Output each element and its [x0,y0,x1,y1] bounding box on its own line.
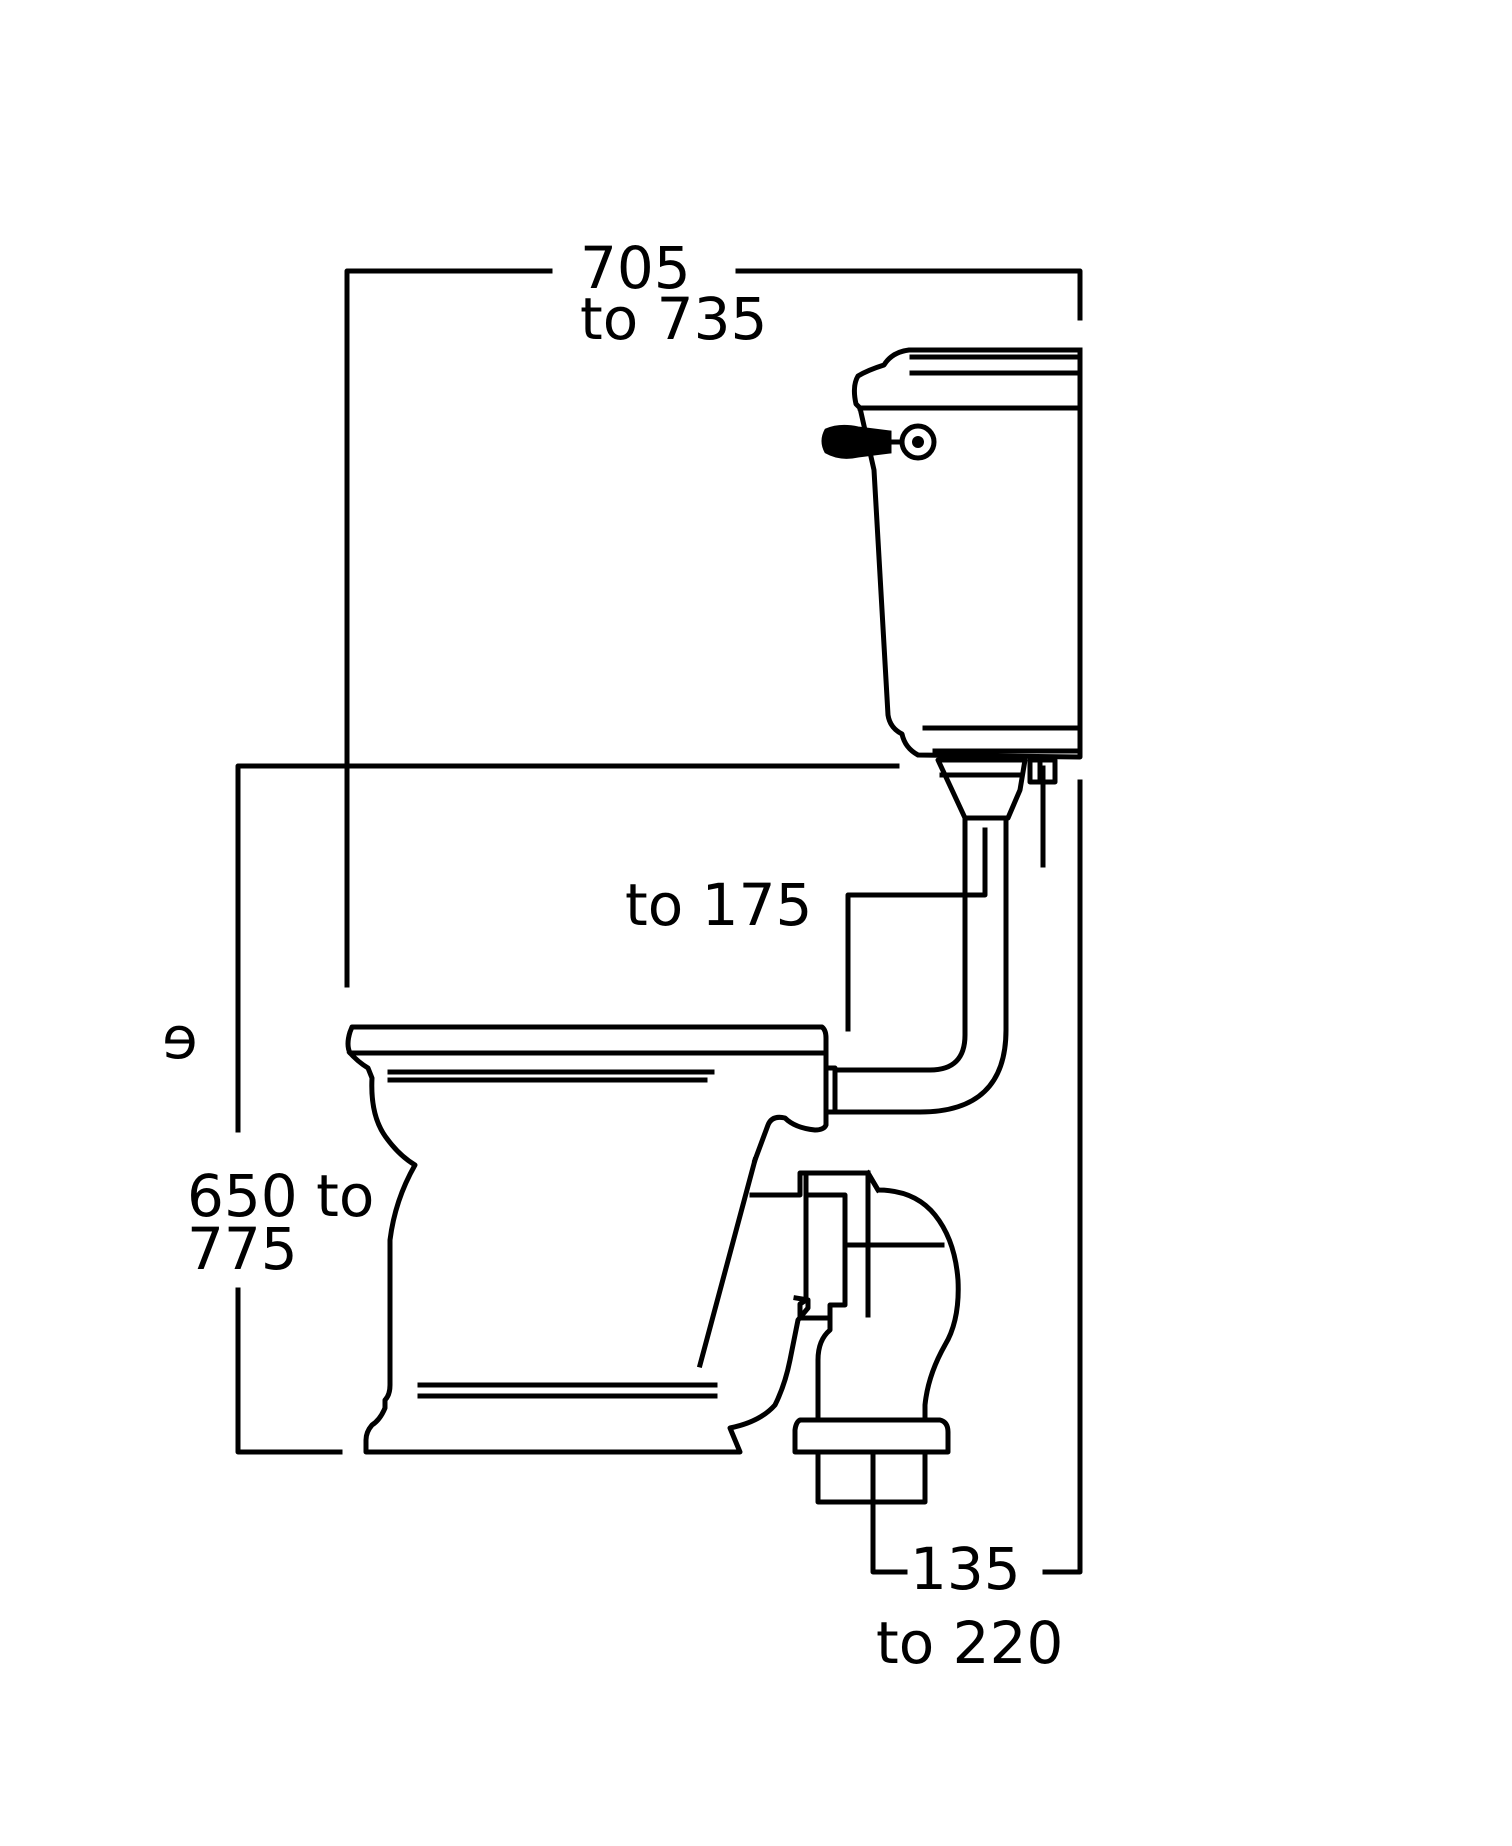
clipped-label-fragment: ɘ [162,1004,198,1072]
lever-handle-icon [821,423,937,461]
depth-label-line1: 705 [580,234,691,302]
outlet-label-line1: 135 [910,1535,1021,1603]
connector-body [797,1170,848,1321]
projection-label: to 175 [625,871,812,939]
depth-dimension-line [344,268,1083,988]
pan-connector [749,1169,961,1505]
flush-valve [935,757,1028,821]
flush-pipe [832,815,1009,1115]
connector-neck [815,1315,833,1423]
pan-inlet [823,1065,838,1115]
depth-label-line2: to 735 [580,285,767,353]
pan-front [751,1050,829,1164]
projection-dimension-line [845,827,988,1032]
flush-pipe-outer [832,815,1009,1115]
dimension-labels: 705 to 735 650 to 775 to 175 135 to 220 [187,234,1063,1677]
cistern-body [851,347,1083,760]
cistern [851,347,1083,821]
height-label-line2: 775 [187,1215,298,1283]
soil-pipe [815,1449,928,1505]
height-label-line1: 650 to [187,1162,374,1230]
toilet-pan [345,1024,838,1455]
floor-flange [792,1417,951,1455]
outlet-label-line2: to 220 [876,1609,1063,1677]
height-dimension-line [235,763,900,1455]
pan-seat [345,1024,829,1056]
pan-body [346,1049,811,1455]
outlet-dimension-line [870,779,1083,1575]
pan-trap-line [696,1156,759,1369]
inlet-fitting [1027,757,1058,785]
connector-sleeve [749,1170,882,1198]
connector-bend [864,1169,961,1423]
flush-pipe-inner [832,815,968,1073]
dimension-lines [235,268,1083,1575]
